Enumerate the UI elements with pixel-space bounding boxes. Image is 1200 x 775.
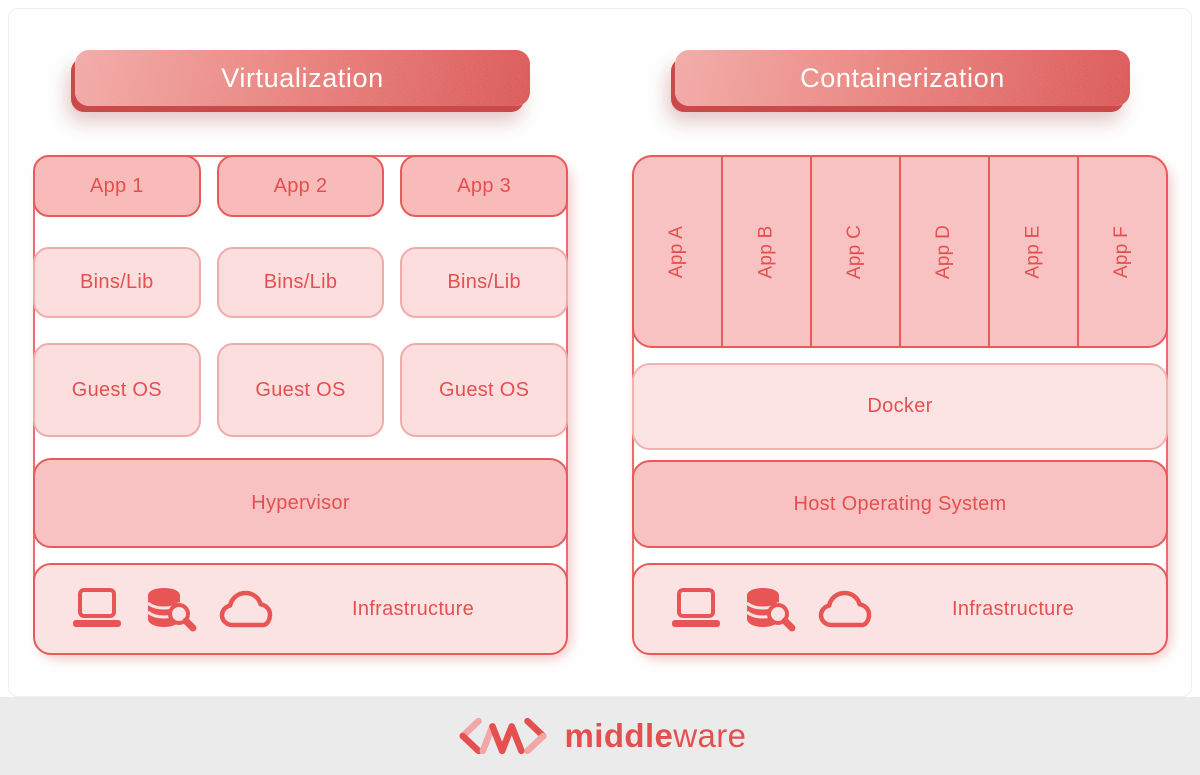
grain-texture bbox=[675, 50, 1130, 106]
database-search-icon bbox=[146, 588, 197, 632]
app-label: App 3 bbox=[457, 174, 512, 197]
container-app-column: App C bbox=[812, 157, 901, 346]
brand-wordmark-light: ware bbox=[673, 717, 747, 754]
container-app-label: App D bbox=[933, 224, 955, 279]
guest-os-row: Guest OS Guest OS Guest OS bbox=[33, 343, 568, 437]
bins-label: Bins/Lib bbox=[263, 271, 338, 293]
container-app-column: App A bbox=[634, 157, 723, 346]
guest-os-box: Guest OS bbox=[33, 343, 201, 437]
infrastructure-icons bbox=[670, 586, 876, 632]
host-os-label: Host Operating System bbox=[793, 492, 1007, 515]
bins-box: Bins/Lib bbox=[400, 247, 568, 318]
infrastructure-bar: Infrastructure bbox=[632, 563, 1168, 655]
containerization-banner-label: Containerization bbox=[800, 62, 1005, 93]
containerization-panel: App A App B App C App D App E App F Dock… bbox=[632, 155, 1168, 655]
guest-os-label: Guest OS bbox=[255, 378, 346, 401]
database-search-icon bbox=[745, 588, 796, 632]
bins-label: Bins/Lib bbox=[80, 271, 154, 293]
container-app-label: App E bbox=[1022, 224, 1044, 279]
laptop-icon bbox=[73, 588, 121, 627]
bins-label: Bins/Lib bbox=[447, 271, 521, 293]
container-app-column: App E bbox=[990, 157, 1079, 346]
container-app-label: App A bbox=[666, 225, 688, 278]
infrastructure-label: Infrastructure bbox=[951, 597, 1074, 620]
app-label: App 1 bbox=[89, 174, 144, 197]
container-app-label: App B bbox=[755, 224, 777, 279]
app-label: App 2 bbox=[273, 174, 328, 197]
guest-os-box: Guest OS bbox=[216, 343, 385, 437]
containerization-panel-inner: App A App B App C App D App E App F Dock… bbox=[632, 155, 1168, 655]
app-box: App 3 bbox=[400, 155, 568, 217]
footer-brand-strip: middleware bbox=[0, 697, 1200, 775]
container-app-label: App C bbox=[844, 224, 866, 279]
bins-row: Bins/Lib Bins/Lib Bins/Lib bbox=[33, 247, 568, 318]
container-apps-block: App A App B App C App D App E App F bbox=[632, 155, 1168, 348]
infrastructure-bar: Infrastructure bbox=[33, 563, 568, 655]
host-os-bar: Host Operating System bbox=[632, 460, 1168, 548]
hypervisor-bar: Hypervisor bbox=[33, 458, 568, 548]
middleware-logo-icon bbox=[459, 717, 547, 755]
bins-box: Bins/Lib bbox=[216, 247, 385, 318]
bins-box: Bins/Lib bbox=[33, 247, 201, 318]
laptop-icon bbox=[672, 588, 720, 627]
cloud-icon bbox=[219, 590, 273, 628]
virtualization-banner: Virtualization bbox=[75, 50, 530, 106]
brand-wordmark: middleware bbox=[565, 717, 747, 755]
guest-os-label: Guest OS bbox=[71, 378, 162, 401]
infrastructure-label: Infrastructure bbox=[351, 597, 474, 620]
grain-texture bbox=[75, 50, 530, 106]
guest-os-box: Guest OS bbox=[400, 343, 568, 437]
docker-bar: Docker bbox=[632, 363, 1168, 450]
brand-wordmark-bold: middle bbox=[564, 717, 674, 754]
virtualization-panel-inner: App 1 App 2 App 3 Bins/Lib Bins/Lib Bins… bbox=[33, 155, 568, 655]
container-app-column: App B bbox=[723, 157, 812, 346]
container-app-column: App D bbox=[901, 157, 990, 346]
docker-label: Docker bbox=[867, 395, 933, 417]
virtualization-banner-label: Virtualization bbox=[221, 62, 384, 93]
containerization-banner: Containerization bbox=[675, 50, 1130, 106]
guest-os-label: Guest OS bbox=[439, 378, 530, 401]
app-box: App 2 bbox=[216, 155, 385, 217]
container-app-column: App F bbox=[1079, 157, 1166, 346]
hypervisor-label: Hypervisor bbox=[251, 491, 350, 514]
cloud-icon bbox=[818, 590, 872, 628]
app-box: App 1 bbox=[33, 155, 201, 217]
infrastructure-icons bbox=[71, 586, 277, 632]
virtualization-panel: App 1 App 2 App 3 Bins/Lib Bins/Lib Bins… bbox=[33, 155, 568, 655]
container-app-label: App F bbox=[1111, 225, 1133, 278]
apps-row: App 1 App 2 App 3 bbox=[33, 155, 568, 217]
